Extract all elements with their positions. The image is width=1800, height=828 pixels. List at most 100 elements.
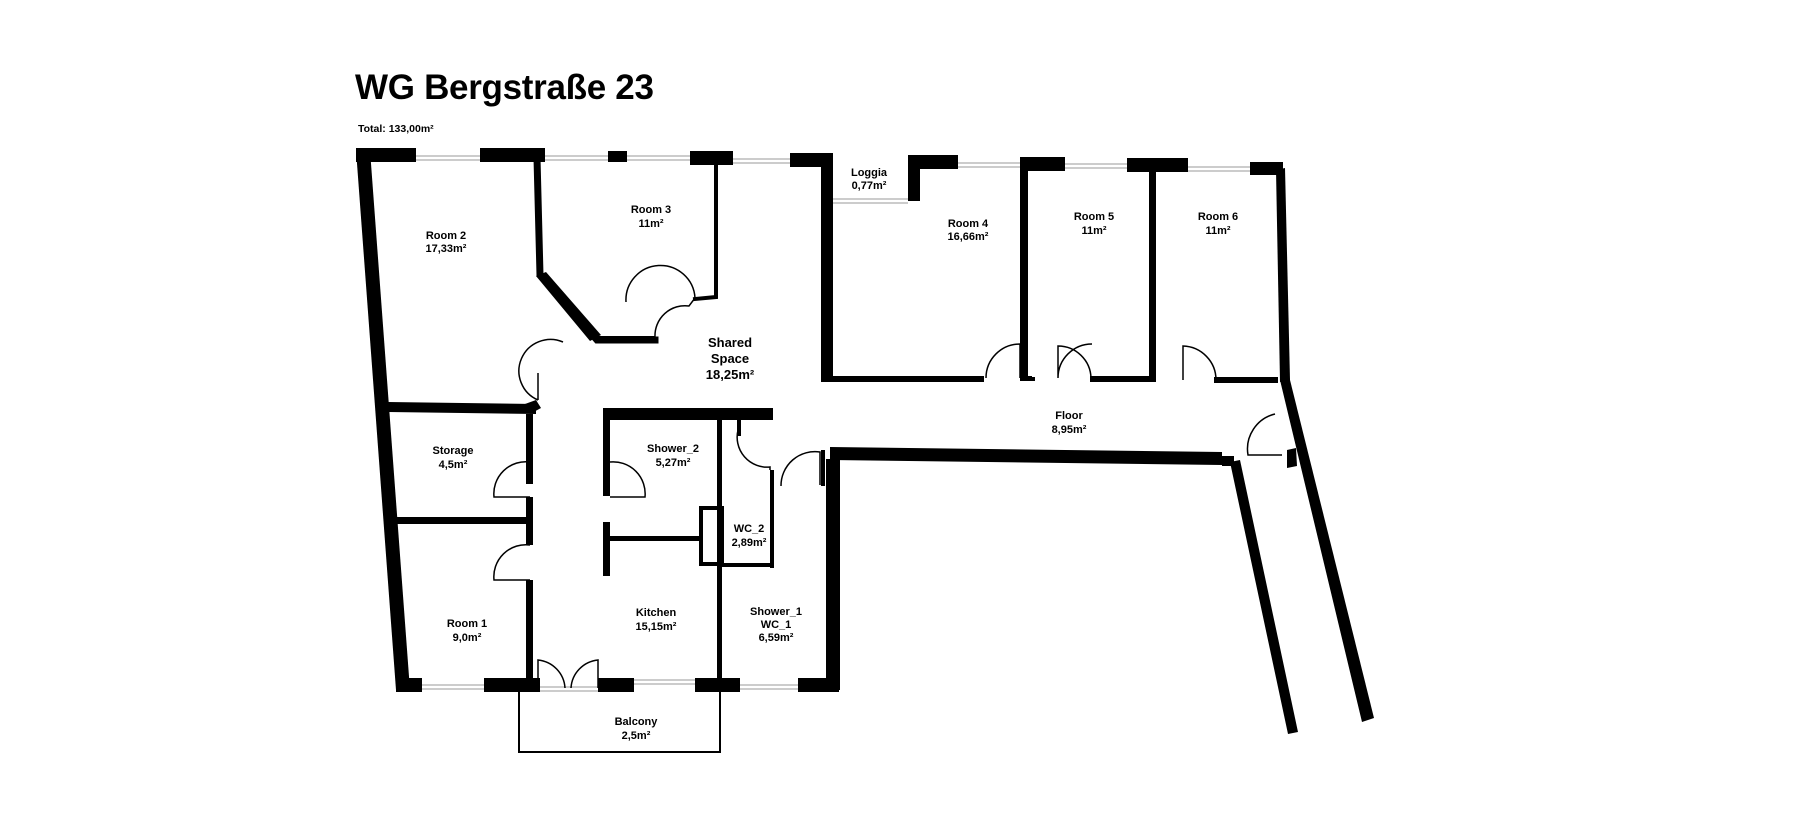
kitchen: Kitchen 15,15m²	[636, 607, 677, 633]
room5-name: Room 5	[1074, 211, 1114, 223]
loggia: Loggia 0,77m²	[851, 167, 888, 192]
wall-shower2-left-upper	[603, 414, 610, 496]
wall-room2-bottom	[388, 402, 536, 414]
shower1-name-1: Shower_1	[750, 606, 802, 618]
floor-area: 8,95m²	[1052, 424, 1087, 436]
wall-shower1-left	[717, 524, 722, 684]
wall-room3-right	[692, 160, 718, 302]
window-room2	[416, 155, 480, 161]
door-shower1	[780, 450, 821, 487]
wall-left-outer	[356, 150, 410, 690]
door-room6	[1182, 345, 1217, 381]
wall-room1-right-lower	[526, 580, 533, 688]
wall-shower2-top	[603, 408, 773, 420]
shared-name-2: Space	[711, 351, 749, 366]
wall-room1-right-upper	[526, 497, 533, 545]
wall-room4-bottom	[826, 376, 984, 382]
shower1-area: 6,59m²	[759, 632, 794, 644]
window-room4	[958, 162, 1020, 168]
wall-right-outer-lower	[1280, 376, 1374, 722]
shower2-area: 5,27m²	[656, 457, 691, 469]
balcony-outline	[518, 690, 721, 753]
plan-title: WG Bergstraße 23	[355, 68, 654, 107]
wall-room2-diagonal	[536, 272, 601, 341]
wall-room2-room3	[533, 154, 659, 344]
window-room3-left	[545, 155, 608, 161]
door-room1	[493, 543, 531, 581]
door-wc2	[736, 429, 771, 470]
window-room5	[1065, 163, 1127, 169]
room4-name: Room 4	[948, 218, 989, 230]
wall-wc2-right	[770, 470, 774, 568]
room5-area: 11m²	[1081, 225, 1106, 237]
window-shared	[733, 158, 790, 164]
wall-top-6	[908, 155, 958, 169]
room-labels: Room 2 17,33m² Room 3 11m² Loggia 0,77m²…	[426, 167, 1239, 742]
wall-shower2-left-lower	[603, 522, 610, 576]
wall-shower1-right	[826, 459, 840, 690]
door-storage	[493, 460, 531, 498]
wall-bottom-room1-left	[396, 678, 422, 692]
room-3: Room 3 11m²	[631, 204, 671, 230]
wall-corridor-left	[1230, 460, 1298, 734]
storage: Storage 4,5m²	[433, 445, 474, 471]
door-room3	[625, 264, 696, 338]
room4-area: 16,66m²	[948, 231, 989, 243]
room3-area: 11m²	[638, 218, 663, 230]
wall-room4-right	[1020, 165, 1028, 381]
wall-room4-right-bottom	[1020, 376, 1032, 381]
wc-2: WC_2 2,89m²	[732, 523, 767, 549]
floor-name: Floor	[1055, 410, 1083, 422]
wall-top-1	[356, 148, 416, 162]
floor: Floor 8,95m²	[1052, 410, 1087, 436]
wall-wc2-box	[699, 506, 724, 566]
wall-top-3	[608, 151, 627, 162]
door-shower2	[609, 461, 646, 498]
wall-room5-bottom	[1090, 376, 1152, 382]
total-area: Total: 133,00m²	[358, 123, 434, 135]
room3-name: Room 3	[631, 204, 671, 216]
kitchen-area: 15,15m²	[636, 621, 677, 633]
wall-shower2-bottom	[603, 536, 703, 541]
wall-wc2-bottom	[720, 563, 774, 567]
door-room5	[1057, 343, 1093, 379]
doors	[493, 264, 1282, 689]
wall-floor-bottom-stub	[1222, 456, 1234, 466]
shower-2: Shower_2 5,27m²	[647, 443, 699, 469]
room-1: Room 1 9,0m²	[447, 618, 487, 644]
wall-top-2	[480, 148, 545, 162]
window-shower1	[740, 684, 798, 690]
door-corridor	[1246, 413, 1282, 456]
room6-name: Room 6	[1198, 211, 1238, 223]
door-room4	[985, 343, 1021, 379]
wall-bottom-kitchen-2	[695, 678, 740, 692]
wall-room5-right	[1149, 168, 1156, 382]
shower-1-wc-1: Shower_1 WC_1 6,59m²	[750, 606, 802, 644]
wall-room6-bottom	[1214, 377, 1278, 383]
balcony: Balcony 2,5m²	[615, 716, 659, 742]
room1-name: Room 1	[447, 618, 487, 630]
door-kitchen-balcony-right	[570, 659, 599, 689]
window-room3-right	[627, 155, 690, 161]
loggia-name: Loggia	[851, 167, 888, 179]
room1-area: 9,0m²	[453, 632, 482, 644]
room6-area: 11m²	[1205, 225, 1230, 237]
room-4: Room 4 16,66m²	[948, 218, 990, 243]
shower2-name: Shower_2	[647, 443, 699, 455]
window-room6	[1188, 166, 1250, 172]
shower1-name-2: WC_1	[761, 619, 792, 631]
wall-wc2-top	[737, 414, 773, 418]
loggia-area: 0,77m²	[852, 180, 887, 192]
wall-top-4	[690, 151, 733, 165]
room2-name: Room 2	[426, 230, 466, 242]
balcony-name: Balcony	[615, 716, 659, 728]
storage-area: 4,5m²	[439, 459, 468, 471]
window-room1	[422, 684, 484, 690]
shared-space: Shared Space 18,25m²	[706, 335, 755, 382]
wall-bottom-room1-right	[484, 678, 540, 692]
window-balcony-door	[540, 686, 598, 692]
shared-name-1: Shared	[708, 335, 752, 350]
room-6: Room 6 11m²	[1198, 211, 1238, 237]
wall-wc2-top-left	[737, 414, 741, 436]
